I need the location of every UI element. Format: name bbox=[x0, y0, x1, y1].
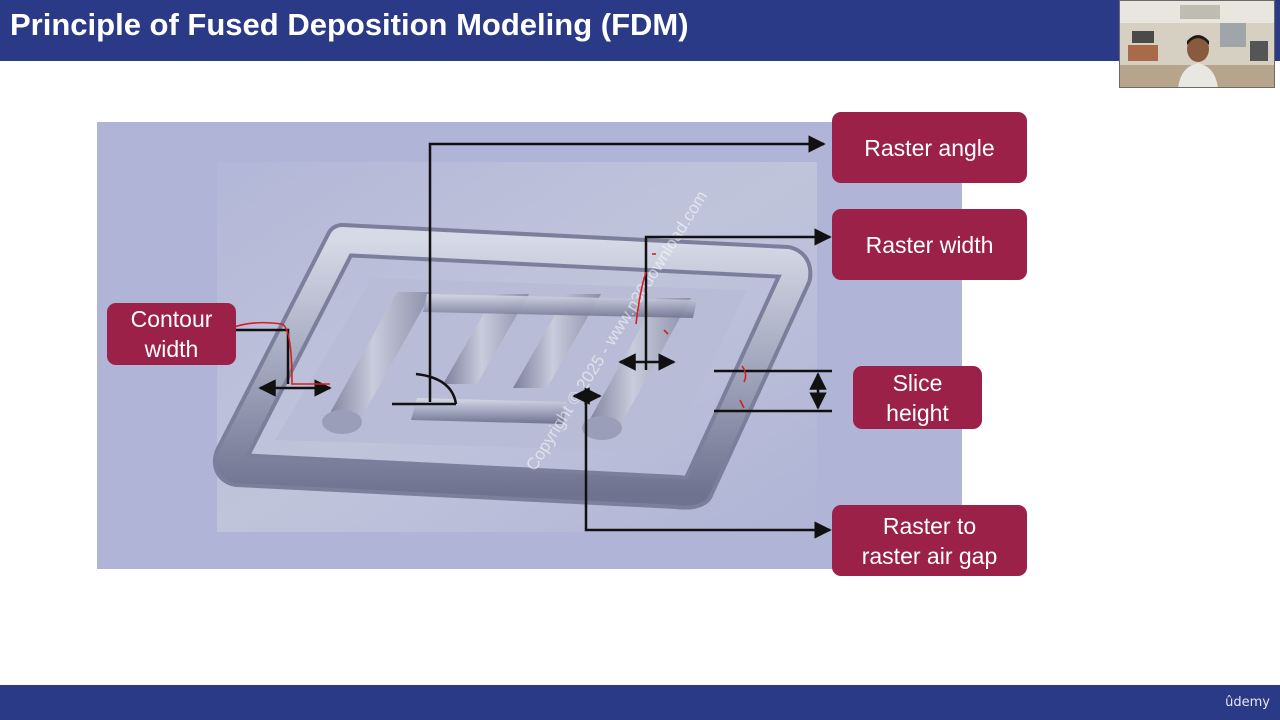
label-air-gap-text: Raster to raster air gap bbox=[861, 512, 998, 569]
label-contour-width: Contour width bbox=[107, 303, 236, 365]
label-air-gap: Raster to raster air gap bbox=[832, 505, 1027, 576]
udemy-logo: ûdemy bbox=[1225, 695, 1270, 710]
label-slice-height: Slice height bbox=[853, 366, 982, 429]
footer-bar: ûdemy bbox=[0, 685, 1280, 720]
label-raster-angle-text: Raster angle bbox=[864, 134, 995, 161]
presenter-video-icon bbox=[1120, 1, 1274, 87]
title-bar: Principle of Fused Deposition Modeling (… bbox=[0, 0, 1280, 61]
presenter-webcam bbox=[1119, 0, 1275, 88]
label-contour-width-text: Contour width bbox=[130, 306, 213, 362]
label-raster-width-text: Raster width bbox=[865, 231, 994, 258]
label-raster-angle: Raster angle bbox=[832, 112, 1027, 183]
label-slice-height-text: Slice height bbox=[886, 369, 949, 426]
label-raster-width: Raster width bbox=[832, 209, 1027, 280]
slide-title: Principle of Fused Deposition Modeling (… bbox=[10, 7, 689, 42]
